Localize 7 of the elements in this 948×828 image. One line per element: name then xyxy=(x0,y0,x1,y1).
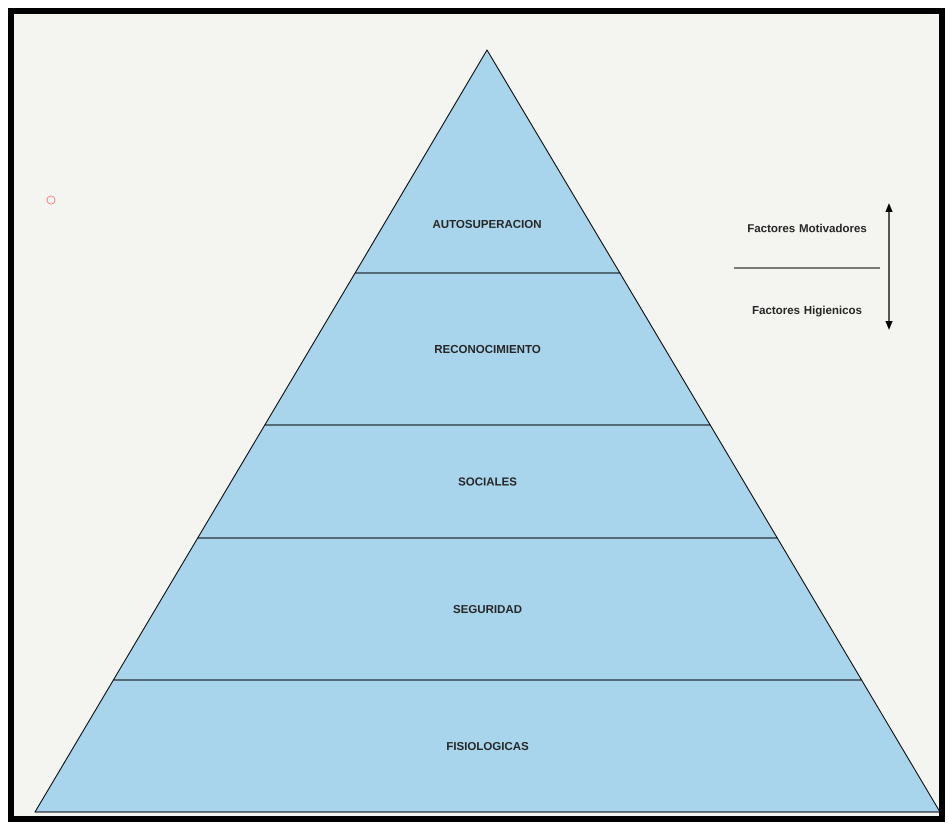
factor-label: Factores Higienicos xyxy=(752,306,862,316)
pyramid-level: RECONOCIMIENTO xyxy=(264,272,711,426)
pyramid-level: SEGURIDAD xyxy=(112,538,862,680)
factor-label: Factores Motivadores xyxy=(748,224,866,232)
pyramid-level: AUTOSUPERACION xyxy=(354,50,620,274)
pyramid-level: SOCIALES xyxy=(197,424,778,538)
pyramid-level: FISIOLOGICAS xyxy=(34,680,940,812)
